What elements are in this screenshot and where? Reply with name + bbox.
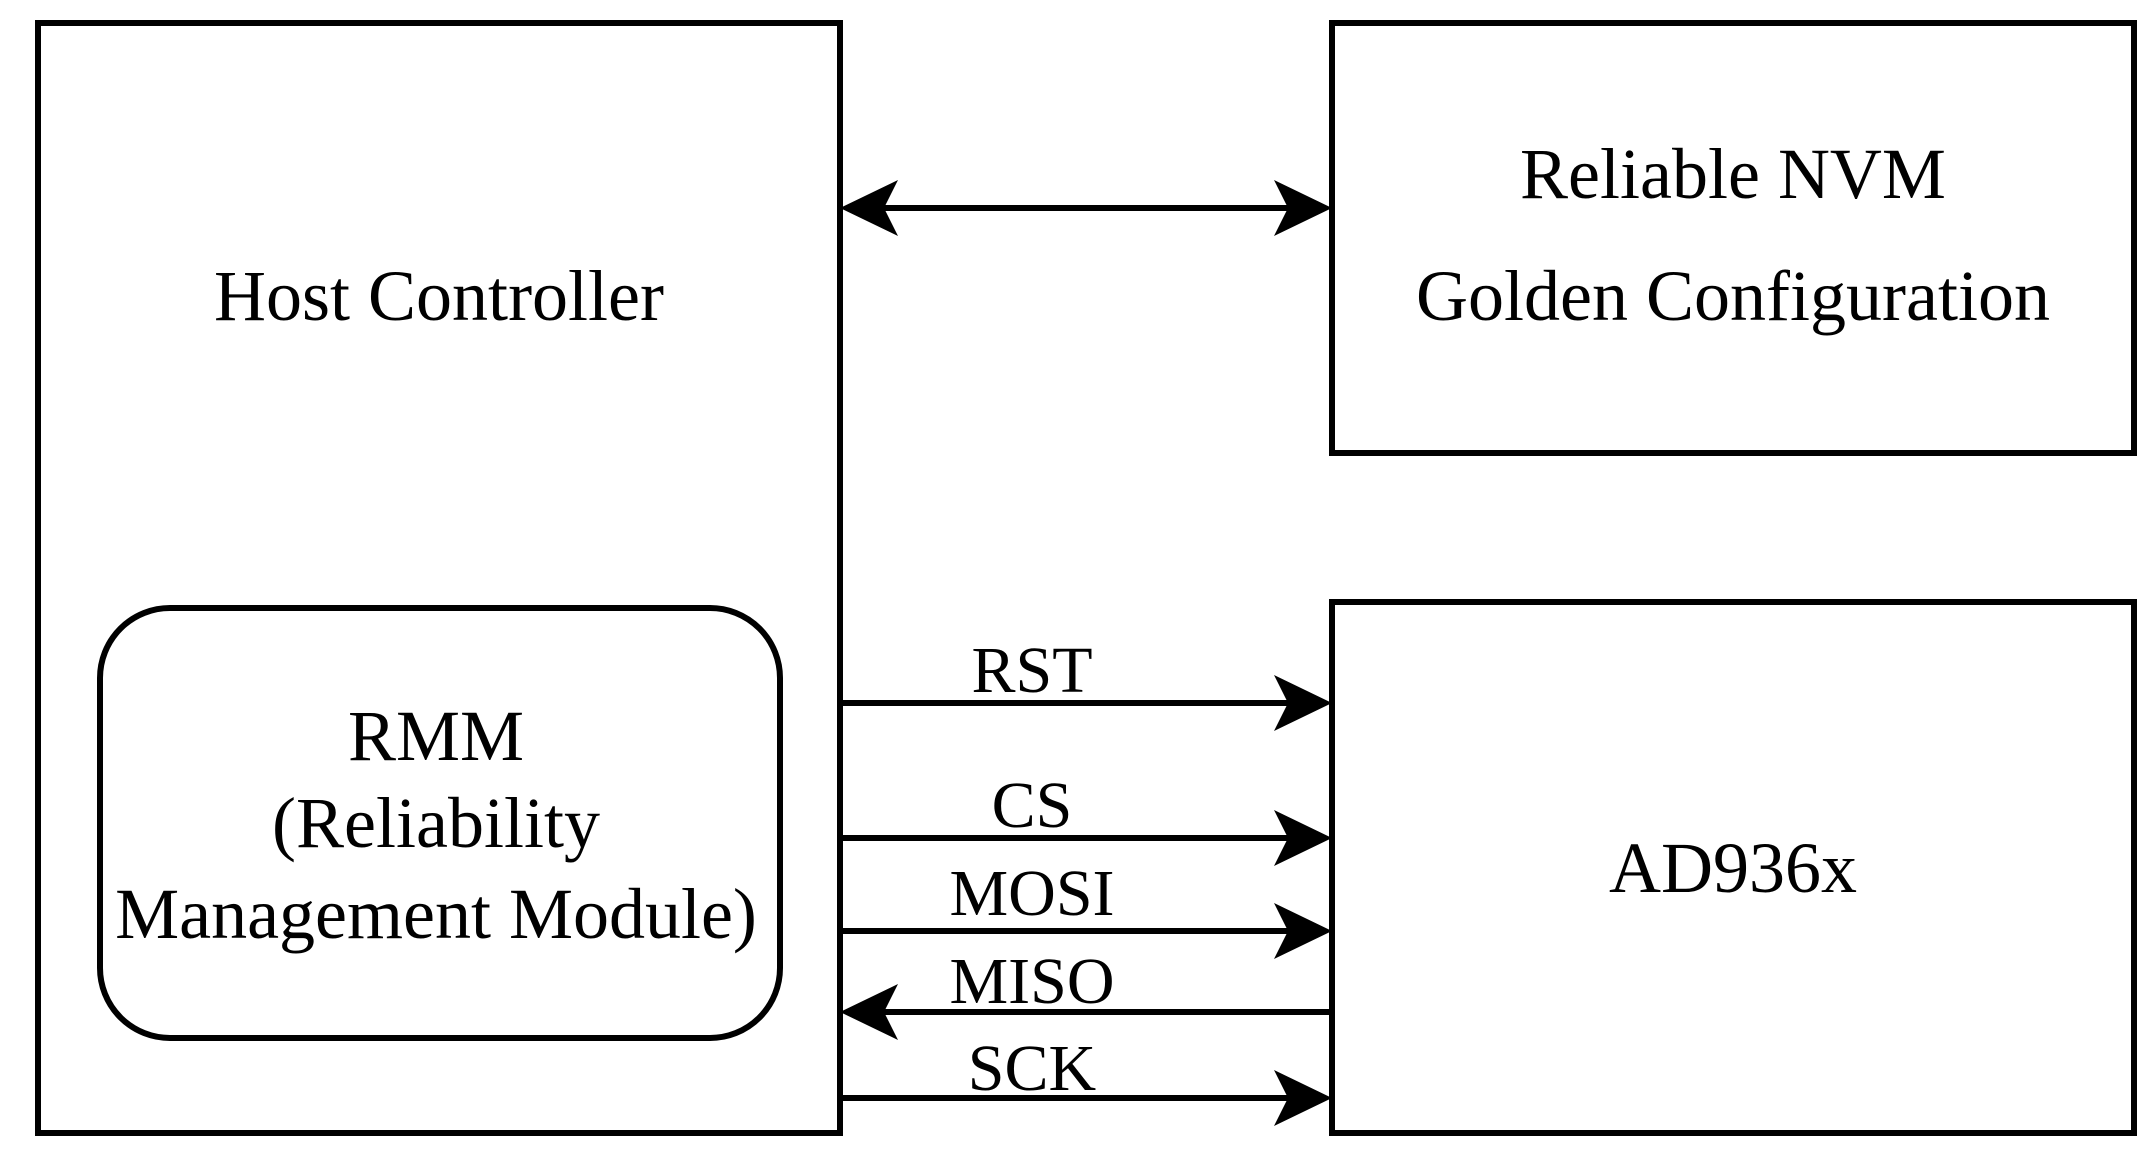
rmm-label-line2: (Reliability — [272, 783, 600, 863]
host-controller-label: Host Controller — [214, 256, 664, 336]
arrowhead-right — [1274, 180, 1332, 236]
sck-signal-arrow — [840, 1070, 1332, 1126]
host-nvm-bidirectional-arrow — [840, 180, 1332, 236]
miso-signal-label: MISO — [949, 945, 1114, 1018]
rmm-block — [97, 605, 783, 1041]
rmm-label-line1: RMM — [348, 696, 524, 776]
nvm-label-line1: Reliable NVM — [1520, 134, 1946, 214]
cs-signal-arrow — [840, 810, 1332, 866]
arrowhead-left — [840, 180, 898, 236]
rst-signal-arrow — [840, 675, 1332, 731]
mosi-signal-arrow — [840, 903, 1332, 959]
nvm-block — [1329, 20, 2137, 456]
nvm-label-line2: Golden Configuration — [1416, 256, 2050, 336]
ad936x-label: AD936x — [1609, 828, 1857, 908]
rst-signal-label: RST — [971, 634, 1092, 707]
rmm-label-line3: Management Module) — [115, 874, 757, 954]
ad936x-block — [1329, 599, 2137, 1136]
miso-signal-arrow — [840, 984, 1332, 1040]
cs-signal-label: CS — [992, 769, 1073, 842]
sck-signal-label: SCK — [968, 1032, 1096, 1105]
mosi-signal-label: MOSI — [949, 857, 1114, 930]
